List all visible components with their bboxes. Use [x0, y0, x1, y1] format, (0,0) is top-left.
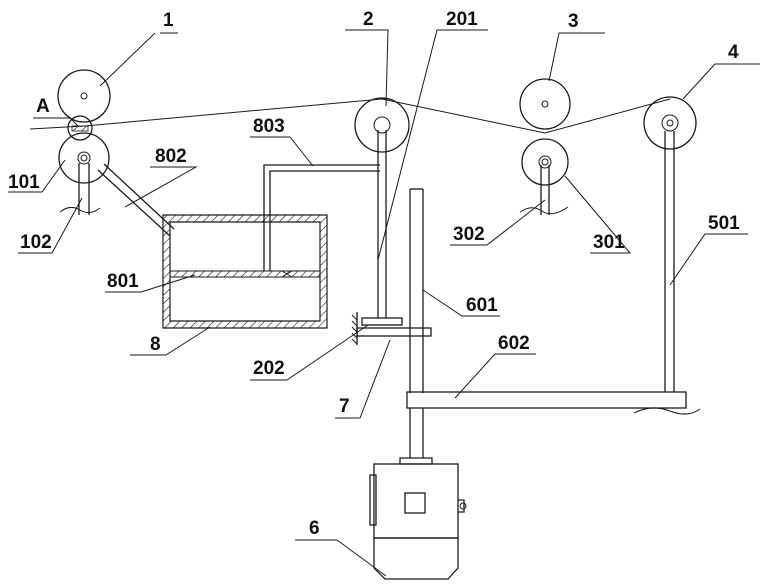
roller-101 [59, 133, 109, 183]
label-802: 802 [155, 146, 187, 167]
label-601: 601 [466, 295, 498, 316]
roller-3 [520, 79, 570, 129]
label-3: 3 [568, 11, 579, 32]
label-7: 7 [339, 396, 350, 417]
roller-1 [58, 70, 110, 122]
beam-602 [407, 392, 700, 414]
label-801: 801 [107, 271, 139, 292]
label-6: 6 [309, 518, 320, 539]
plate-202 [362, 318, 402, 325]
label-2: 2 [363, 9, 374, 30]
label-602: 602 [498, 333, 530, 354]
roller-support-302 [520, 165, 568, 215]
label-8: 8 [150, 334, 161, 355]
roller-2 [355, 98, 409, 152]
label-501: 501 [708, 213, 740, 234]
label-803: 803 [253, 116, 285, 137]
label-302: 302 [453, 224, 485, 245]
strip-material [30, 99, 670, 133]
column-601 [410, 189, 423, 393]
motor-6 [370, 458, 466, 579]
label-201: 201 [446, 9, 478, 30]
label-101: 101 [8, 172, 40, 193]
label-301: 301 [593, 232, 625, 253]
bracket-7 [352, 312, 431, 345]
roller-301 [522, 139, 568, 185]
label-102: 102 [20, 232, 52, 253]
column-501 [665, 131, 674, 392]
label-202: 202 [253, 358, 285, 379]
label-1: 1 [163, 10, 174, 31]
column-201 [378, 130, 386, 318]
roller-support-102 [60, 163, 100, 215]
label-4: 4 [728, 42, 739, 63]
motor-shaft [410, 408, 423, 458]
label-a: A [36, 96, 50, 117]
roller-4 [644, 97, 696, 149]
